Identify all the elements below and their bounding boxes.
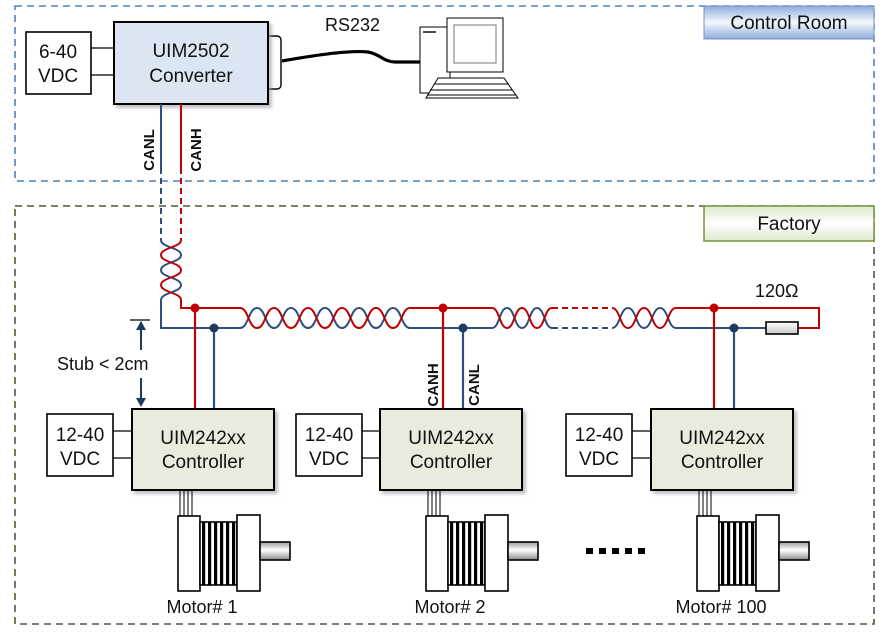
controller-power-unit: VDC <box>60 449 100 470</box>
controller-power-box <box>295 413 363 477</box>
terminator-resistor: 120Ω <box>716 281 820 335</box>
controller-model: UIM242xx <box>160 428 246 449</box>
computer-icon <box>419 17 519 99</box>
controller-power-unit: VDC <box>579 449 619 470</box>
canl-junction <box>458 323 468 333</box>
controller-type: Controller <box>681 452 764 473</box>
factory-label: Factory <box>757 214 821 235</box>
controller-power-unit: VDC <box>309 449 349 470</box>
twist-canh-strand <box>611 306 677 330</box>
node-canl-label: CANL <box>466 364 483 406</box>
converter-canh-label: CANH <box>188 128 205 171</box>
rs232-label: RS232 <box>325 15 380 35</box>
motor-label: Motor# 1 <box>166 597 237 617</box>
motor-label: Motor# 2 <box>414 597 485 617</box>
control-room-tag <box>703 5 875 40</box>
motor-icon <box>696 514 810 592</box>
more-motors-ellipsis <box>586 548 645 554</box>
canh-junction <box>438 303 448 313</box>
motor-shaft <box>507 541 539 561</box>
converter-can-wires: CANL CANH <box>141 104 205 240</box>
control-room-label: Control Room <box>730 13 847 34</box>
converter-power-supply: 6-40 VDC <box>25 31 114 95</box>
twist-canh-strand <box>239 306 411 330</box>
motor-shaft <box>778 541 810 561</box>
control-room-region: Control Room <box>14 5 875 182</box>
twist-canl-strand <box>239 306 411 330</box>
controller-box <box>650 408 794 491</box>
converter-type: Converter <box>149 66 233 87</box>
resistor-icon <box>765 321 799 335</box>
factory-border <box>14 205 875 625</box>
canl-junction <box>729 323 739 333</box>
stub-label: Stub < 2cm <box>57 354 149 374</box>
converter-power-voltage: 6-40 <box>39 42 77 63</box>
controller-model: UIM242xx <box>679 428 765 449</box>
converter-model: UIM2502 <box>152 41 229 62</box>
vertical-twist-canl <box>159 239 183 301</box>
controller-power-voltage: 12-40 <box>56 425 105 446</box>
rs232-port <box>268 35 282 90</box>
twist-canl-strand <box>491 306 553 330</box>
motor-label: Motor# 100 <box>675 597 766 617</box>
can-bus-cable <box>239 306 766 330</box>
converter-box <box>113 21 269 105</box>
controller-model: UIM242xx <box>408 428 494 449</box>
motor-icon <box>177 514 291 592</box>
controller-box <box>379 408 523 491</box>
terminator-label: 120Ω <box>755 281 799 301</box>
bus-canl-start <box>160 300 240 329</box>
motor-shaft <box>259 541 291 561</box>
rs232-cable <box>281 50 420 64</box>
controller-type: Controller <box>162 452 245 473</box>
bus-canh-start <box>180 300 240 309</box>
factory-region: Factory <box>14 205 875 625</box>
controller-power-box <box>565 413 633 477</box>
controller-box <box>131 408 275 491</box>
canh-junction <box>190 303 200 313</box>
canh-junction <box>709 303 719 313</box>
controller-power-voltage: 12-40 <box>575 425 624 446</box>
controller-power-voltage: 12-40 <box>305 425 354 446</box>
vertical-twist-canh <box>159 239 183 301</box>
twist-canl-strand <box>611 306 677 330</box>
controller-power-box <box>46 413 114 477</box>
stub-dimension: Stub < 2cm <box>57 319 150 407</box>
motor-icon <box>425 514 539 592</box>
twist-canh-strand <box>491 306 553 330</box>
vertical-twisted-pair <box>159 239 240 329</box>
converter-power-unit: VDC <box>38 66 78 87</box>
controller-type: Controller <box>410 452 493 473</box>
canl-junction <box>209 323 219 333</box>
converter-power-box <box>25 31 92 95</box>
uim2502-converter: UIM2502 Converter <box>113 21 282 105</box>
factory-tag <box>703 205 875 242</box>
converter-canl-label: CANL <box>141 129 158 171</box>
node-canh-label: CANH <box>425 363 442 406</box>
control-room-border <box>14 5 875 182</box>
